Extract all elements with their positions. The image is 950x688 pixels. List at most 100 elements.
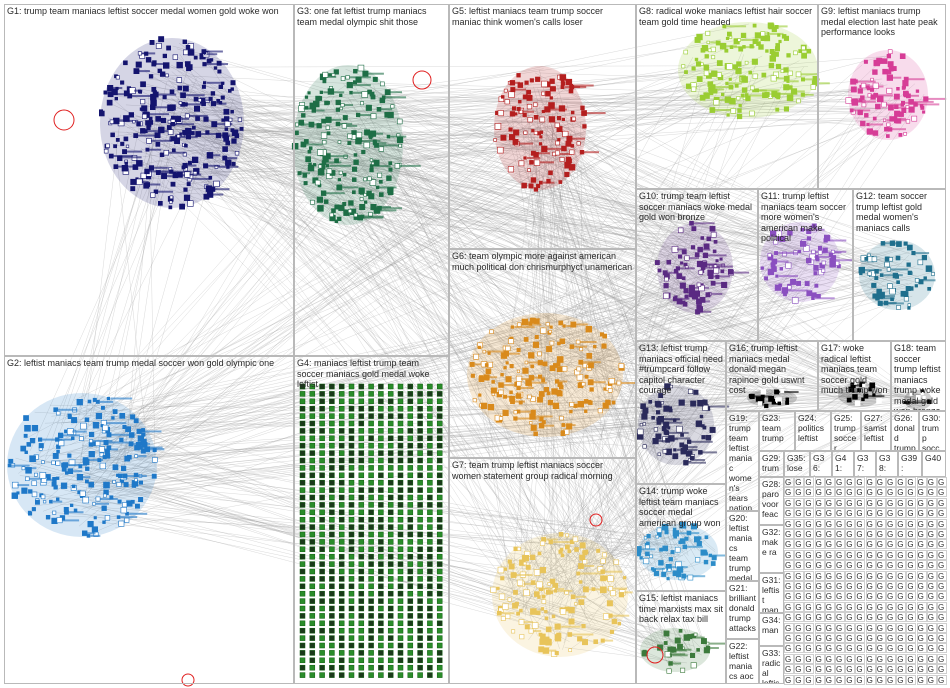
group-panel-g30[interactable]: G30: trump soccer [919,411,946,451]
node-vertex[interactable] [516,107,521,111]
small-group-cell[interactable]: G [784,601,794,612]
node-vertex[interactable] [549,78,555,84]
node-vertex[interactable] [776,95,781,100]
node-vertex[interactable] [303,181,308,186]
small-group-cell[interactable]: G [784,497,794,508]
node-vertex[interactable] [132,120,136,124]
node-vertex[interactable] [523,130,528,135]
small-group-cell[interactable]: G [804,560,815,571]
node-vertex[interactable] [335,99,341,106]
group-panel-g3[interactable]: G3: one fat leftist trump maniacs team m… [294,4,449,356]
node-vertex[interactable] [187,200,194,207]
node-vertex[interactable] [561,145,567,152]
small-group-cell[interactable]: G [926,653,937,664]
small-group-cell[interactable]: G [794,622,805,633]
small-group-cell[interactable]: G [916,674,927,685]
node-vertex[interactable] [140,99,146,105]
small-group-cell[interactable]: G [784,570,794,581]
small-group-cell[interactable]: G [845,674,856,685]
node-vertex[interactable] [334,219,339,223]
group-panel-g27[interactable]: G27: samst leftist [861,411,891,451]
group-panel-g1[interactable]: G1: trump team maniacs leftist soccer me… [4,4,294,356]
group-panel-g4[interactable]: G4: maniacs leftist trump team soccer ma… [294,356,449,684]
small-group-cell[interactable]: G [855,549,866,560]
node-vertex[interactable] [518,160,525,167]
small-group-cell[interactable]: G [794,570,805,581]
node-vertex[interactable] [160,71,166,77]
node-vertex[interactable] [168,205,173,210]
node-vertex[interactable] [202,62,207,67]
small-group-cell[interactable]: G [886,591,896,602]
node-vertex[interactable] [150,192,156,198]
node-vertex[interactable] [533,159,541,166]
small-group-cell[interactable]: G [804,664,815,675]
small-group-cell[interactable]: G [865,591,876,602]
small-group-cell[interactable]: G [814,591,825,602]
small-group-cell[interactable]: G [845,539,856,550]
node-vertex[interactable] [325,164,330,168]
node-vertex[interactable] [334,158,339,164]
node-vertex[interactable] [387,187,394,194]
node-vertex[interactable] [138,90,143,94]
node-vertex[interactable] [523,156,527,160]
node-vertex[interactable] [353,159,359,165]
node-vertex[interactable] [390,104,395,109]
node-vertex[interactable] [169,195,174,200]
small-group-cell[interactable]: G [814,518,825,529]
small-group-cell[interactable]: G [814,549,825,560]
node-vertex[interactable] [371,161,375,165]
node-vertex[interactable] [317,96,323,101]
node-vertex[interactable] [186,182,191,187]
small-group-cell[interactable]: G [784,539,794,550]
node-vertex[interactable] [113,144,118,149]
small-group-cell[interactable]: G [926,643,937,654]
small-group-cell[interactable]: G [824,508,835,519]
small-group-cell[interactable]: G [875,570,886,581]
node-vertex[interactable] [115,75,120,80]
small-group-cell[interactable]: G [906,560,917,571]
node-vertex[interactable] [167,129,174,135]
node-vertex[interactable] [302,173,308,178]
small-group-cell[interactable]: G [855,560,866,571]
group-panel-g7[interactable]: G7: team trump leftist maniacs soccer wo… [449,458,636,684]
small-group-cell[interactable]: G [916,518,927,529]
node-vertex[interactable] [493,138,497,142]
small-group-cell[interactable]: G [784,581,794,591]
group-panel-g2[interactable]: G2: leftist maniacs team trump medal soc… [4,356,294,684]
small-group-cell[interactable]: G [916,612,927,623]
node-vertex[interactable] [125,144,130,148]
node-vertex[interactable] [181,165,186,170]
node-vertex[interactable] [193,55,198,60]
small-group-cell[interactable]: G [824,601,835,612]
small-group-cell[interactable]: G [896,549,907,560]
small-group-cell[interactable]: G [896,518,907,529]
small-group-cell[interactable]: G [926,508,937,519]
node-vertex[interactable] [192,125,196,130]
small-group-cell[interactable]: G [937,601,947,612]
node-vertex[interactable] [158,36,165,43]
small-group-cell[interactable]: G [906,643,917,654]
node-vertex[interactable] [328,73,332,77]
group-panel-g5[interactable]: G5: leftist maniacs team trump soccer ma… [449,4,636,249]
node-vertex[interactable] [337,216,342,222]
node-vertex[interactable] [222,146,228,152]
node-vertex[interactable] [136,178,143,185]
small-group-cell[interactable]: G [896,601,907,612]
small-group-cell[interactable]: G [865,518,876,529]
node-vertex[interactable] [386,134,391,139]
node-vertex[interactable] [735,68,742,75]
node-vertex[interactable] [216,99,221,103]
small-group-cell[interactable]: G [886,487,896,498]
small-group-cell[interactable]: G [926,570,937,581]
small-group-cell[interactable]: G [824,529,835,539]
node-vertex[interactable] [137,51,142,56]
node-vertex[interactable] [518,109,524,114]
node-vertex[interactable] [123,136,129,142]
node-vertex[interactable] [533,115,539,120]
small-group-cell[interactable]: G [906,539,917,550]
node-vertex[interactable] [703,64,710,71]
small-group-cell[interactable]: G [794,518,805,529]
small-group-cell[interactable]: G [804,497,815,508]
group-panel-g29[interactable]: G29: trump woman [759,451,784,477]
node-vertex[interactable] [315,179,321,186]
